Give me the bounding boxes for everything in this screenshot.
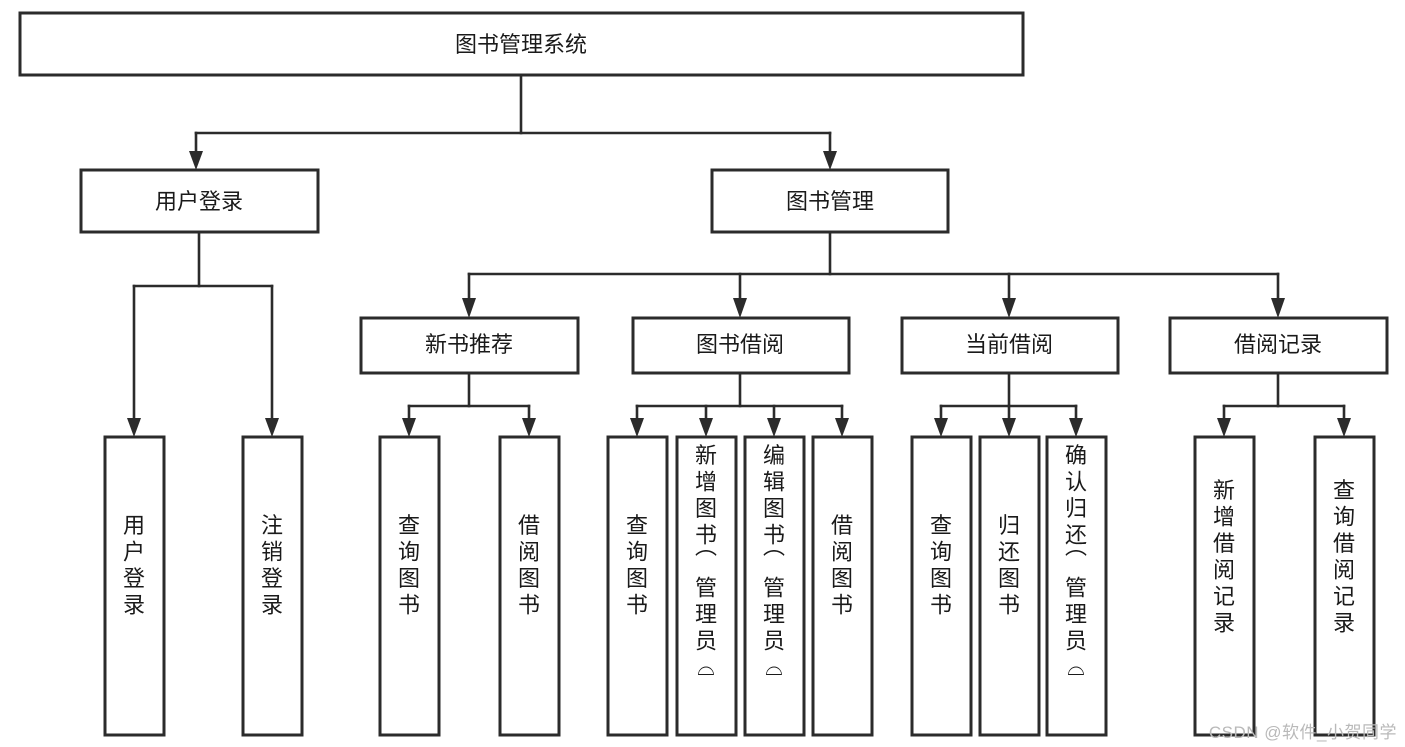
node-leaf-query-book-3[interactable]: 查询图书 xyxy=(910,435,973,737)
arrowhead-leaf-query-record xyxy=(1337,418,1351,437)
node-leaf-query-record[interactable]: 查询借阅记录 xyxy=(1313,435,1376,737)
node-leaf-borrow-book-2-box[interactable] xyxy=(811,435,874,737)
node-leaf-add-record-label: 新增借阅记录 xyxy=(1213,478,1235,636)
node-leaf-user-logout[interactable]: 注销登录 xyxy=(241,435,304,737)
node-leaf-borrow-book-1-box[interactable] xyxy=(498,435,561,737)
arrowhead-leaf-edit-book xyxy=(767,418,781,437)
node-leaf-query-book-1[interactable]: 查询图书 xyxy=(378,435,441,737)
node-leaf-add-record[interactable]: 新增借阅记录 xyxy=(1193,435,1256,737)
node-borrow-record[interactable]: 借阅记录 xyxy=(1168,316,1389,375)
arrowhead-new-book-recommend xyxy=(462,298,476,318)
node-leaf-edit-book-box[interactable] xyxy=(743,435,806,737)
arrowhead-leaf-add-book xyxy=(699,418,713,437)
node-user-login[interactable]: 用户登录 xyxy=(79,168,320,234)
node-leaf-query-book-1-label: 查询图书 xyxy=(398,513,420,618)
arrowhead-leaf-return-book xyxy=(1002,418,1016,437)
arrowhead-book-manage xyxy=(823,151,837,170)
node-book-borrow-label: 图书借阅 xyxy=(696,332,784,357)
node-leaf-user-login-label: 用户登录 xyxy=(123,513,145,618)
node-leaf-edit-book-label: 编辑图书⌒管理员⌓ xyxy=(763,443,785,680)
node-leaf-borrow-book-1-label: 借阅图书 xyxy=(518,513,540,618)
node-leaf-confirm-return[interactable]: 确认归还⌒管理员⌓ xyxy=(1045,435,1108,737)
arrowhead-leaf-query-book-1 xyxy=(402,418,416,437)
node-book-borrow[interactable]: 图书借阅 xyxy=(631,316,851,375)
node-book-manage-label: 图书管理 xyxy=(786,189,874,214)
csdn-watermark: CSDN @软件_小贺同学 xyxy=(1208,723,1397,742)
arrowhead-user-login xyxy=(189,151,203,170)
node-leaf-return-book[interactable]: 归还图书 xyxy=(978,435,1041,737)
arrowhead-leaf-user-login xyxy=(127,418,141,437)
arrowhead-current-borrow xyxy=(1002,298,1016,318)
arrowhead-leaf-add-record xyxy=(1217,418,1231,437)
node-leaf-borrow-book-2-label: 借阅图书 xyxy=(831,513,853,618)
node-book-borrow-box[interactable] xyxy=(631,316,851,375)
arrowhead-leaf-borrow-book-2 xyxy=(835,418,849,437)
node-leaf-query-book-1-box[interactable] xyxy=(378,435,441,737)
node-user-login-box[interactable] xyxy=(79,168,320,234)
node-user-login-label: 用户登录 xyxy=(155,189,243,214)
node-leaf-user-logout-label: 注销登录 xyxy=(261,513,283,618)
leaf-nodes-layer: 用户登录 注销登录 查询图书 借阅图书 查询图书 新增图书⌒管理员⌓ xyxy=(103,435,1376,737)
node-leaf-query-book-2[interactable]: 查询图书 xyxy=(606,435,669,737)
node-leaf-query-book-3-box[interactable] xyxy=(910,435,973,737)
arrowhead-book-borrow xyxy=(733,298,747,318)
node-new-book-recommend[interactable]: 新书推荐 xyxy=(359,316,580,375)
node-root[interactable]: 图书管理系统 xyxy=(18,11,1025,77)
arrowhead-leaf-user-logout xyxy=(265,418,279,437)
node-leaf-query-book-3-label: 查询图书 xyxy=(930,513,952,618)
node-current-borrow[interactable]: 当前借阅 xyxy=(900,316,1120,375)
node-book-manage-box[interactable] xyxy=(710,168,950,234)
node-leaf-borrow-book-1[interactable]: 借阅图书 xyxy=(498,435,561,737)
node-book-manage[interactable]: 图书管理 xyxy=(710,168,950,234)
node-leaf-add-book-label: 新增图书⌒管理员⌓ xyxy=(695,443,717,680)
node-borrow-record-box[interactable] xyxy=(1168,316,1389,375)
node-current-borrow-box[interactable] xyxy=(900,316,1120,375)
edges-layer xyxy=(127,73,1351,437)
arrowhead-leaf-confirm-return xyxy=(1069,418,1083,437)
node-borrow-record-label: 借阅记录 xyxy=(1234,332,1322,357)
arrowhead-leaf-query-book-2 xyxy=(630,418,644,437)
node-leaf-add-book-box[interactable] xyxy=(675,435,738,737)
node-leaf-query-record-label: 查询借阅记录 xyxy=(1333,478,1355,636)
node-leaf-user-logout-box[interactable] xyxy=(241,435,304,737)
node-leaf-return-book-label: 归还图书 xyxy=(998,513,1020,618)
node-leaf-edit-book[interactable]: 编辑图书⌒管理员⌓ xyxy=(743,435,806,737)
node-leaf-query-record-box[interactable] xyxy=(1313,435,1376,737)
node-current-borrow-label: 当前借阅 xyxy=(965,332,1053,357)
node-leaf-return-book-box[interactable] xyxy=(978,435,1041,737)
node-leaf-add-book[interactable]: 新增图书⌒管理员⌓ xyxy=(675,435,738,737)
node-leaf-query-book-2-label: 查询图书 xyxy=(626,513,648,618)
node-leaf-query-book-2-box[interactable] xyxy=(606,435,669,737)
node-root-box[interactable] xyxy=(18,11,1025,77)
node-leaf-user-login-box[interactable] xyxy=(103,435,166,737)
node-new-book-recommend-box[interactable] xyxy=(359,316,580,375)
node-leaf-confirm-return-box[interactable] xyxy=(1045,435,1108,737)
arrowhead-leaf-query-book-3 xyxy=(934,418,948,437)
arrowhead-leaf-borrow-book-1 xyxy=(522,418,536,437)
node-root-label: 图书管理系统 xyxy=(455,32,587,57)
node-leaf-confirm-return-label: 确认归还⌒管理员⌓ xyxy=(1065,443,1087,680)
node-new-book-recommend-label: 新书推荐 xyxy=(425,332,513,357)
node-leaf-borrow-book-2[interactable]: 借阅图书 xyxy=(811,435,874,737)
arrowhead-borrow-record xyxy=(1271,298,1285,318)
node-leaf-user-login[interactable]: 用户登录 xyxy=(103,435,166,737)
node-leaf-add-record-box[interactable] xyxy=(1193,435,1256,737)
